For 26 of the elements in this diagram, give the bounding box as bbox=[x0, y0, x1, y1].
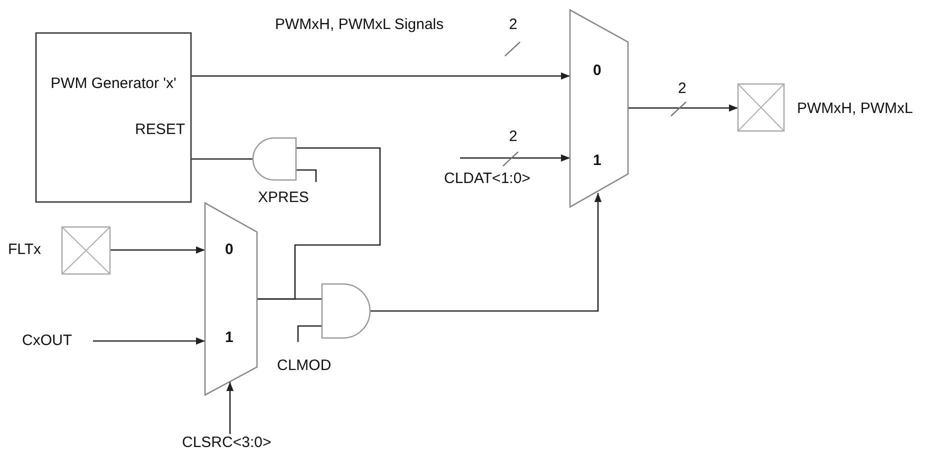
bus-width-label: 2 bbox=[678, 80, 686, 97]
wire bbox=[191, 158, 253, 160]
signal-label: FLTx bbox=[8, 241, 42, 258]
arrow bbox=[370, 193, 602, 312]
signal-label: PWMxH, PWMxL Signals bbox=[275, 16, 444, 33]
bus-width-label: 2 bbox=[509, 16, 518, 33]
bus-width-label: 2 bbox=[509, 128, 518, 145]
block-title: PWM Generator 'x' bbox=[50, 75, 178, 92]
arrow bbox=[93, 337, 205, 345]
arrow bbox=[110, 246, 205, 254]
signal-label: CLDAT<1:0> bbox=[444, 170, 530, 187]
pin-label: RESET bbox=[134, 121, 185, 138]
signal-label: CxOUT bbox=[22, 332, 72, 349]
signal-label: CLMOD bbox=[277, 357, 332, 374]
input-number: 1 bbox=[593, 152, 602, 169]
input-number: 1 bbox=[225, 329, 234, 346]
signal-label: XPRES bbox=[258, 189, 309, 206]
input-number: 0 bbox=[593, 62, 602, 79]
signal-label: PWMxH, PWMxL bbox=[797, 100, 913, 117]
arrow bbox=[460, 154, 570, 162]
arrow bbox=[191, 72, 570, 80]
wire bbox=[257, 298, 322, 300]
signal-label: CLSRC<3:0> bbox=[182, 434, 272, 451]
input-number: 0 bbox=[225, 241, 234, 258]
arrow bbox=[628, 104, 738, 112]
arrow bbox=[226, 382, 234, 434]
